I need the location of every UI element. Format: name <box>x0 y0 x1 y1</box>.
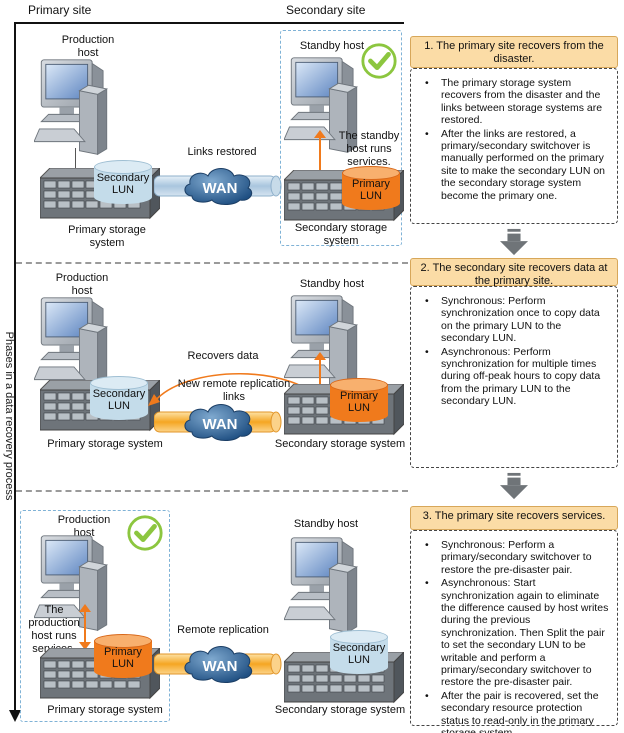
p3-wan-link: WAN <box>154 646 282 683</box>
p1-primary-lun-label: Primary LUN <box>352 178 390 202</box>
p1-standby-note: The standby host runs services. <box>338 130 400 168</box>
p2-bullet-1: Synchronous: Perform synchronization onc… <box>421 295 609 345</box>
p2-standby-host-label: Standby host <box>299 278 365 290</box>
p1-secondary-site-highlight <box>280 30 402 246</box>
phase-separator-2 <box>16 490 408 492</box>
p3-check-icon <box>126 514 164 552</box>
p1-phase-title: 1. The primary site recovers from the di… <box>410 36 618 68</box>
p1-primary-lun-disk: Primary LUN <box>342 166 400 210</box>
p3-secondary-storage-label: Secondary storage system <box>274 704 406 716</box>
p3-wan-text: WAN <box>203 658 238 675</box>
p1-links-restored-label: Links restored <box>187 146 257 158</box>
top-border-line <box>14 22 404 24</box>
p3-primary-lun-label: Primary LUN <box>104 646 142 670</box>
p3-secondary-lun-disk: Secondary LUN <box>330 630 388 674</box>
p2-wan-text: WAN <box>203 416 238 433</box>
phase-separator-1 <box>16 262 408 264</box>
p1-wan-link: WAN <box>154 168 282 205</box>
p2-replication-links-label: New remote replication links <box>177 378 291 403</box>
phase-axis-arrow <box>9 22 21 722</box>
p1-bullet-1: The primary storage system recovers from… <box>421 77 609 127</box>
p2-phase-title: 2. The secondary site recovers data at t… <box>410 258 618 287</box>
p3-primary-lun-disk: Primary LUN <box>94 634 152 678</box>
p3-primary-storage-label: Primary storage system <box>47 704 163 716</box>
p3-primary-site-highlight <box>20 510 170 722</box>
p3-bullet-1: Synchronous: Perform a primary/secondary… <box>421 539 609 576</box>
p3-bullet-3: After the pair is recovered, set the sec… <box>421 690 609 733</box>
p2-primary-lun-label: Primary LUN <box>340 390 378 414</box>
p3-standby-host-label: Standby host <box>293 518 359 530</box>
p1-secondary-lun-label: Secondary LUN <box>96 172 150 196</box>
p1-secondary-storage-label: Secondary storage system <box>294 222 388 247</box>
p2-production-host-label: Production host <box>55 272 109 297</box>
p1-standby-host-label: Standby host <box>299 40 365 52</box>
p2-bullet-2: Asynchronous: Perform synchronization fo… <box>421 346 609 408</box>
p3-secondary-lun-label: Secondary LUN <box>332 642 386 666</box>
p3-bullet-2: Asynchronous: Start synchronization agai… <box>421 577 609 689</box>
p3-phase-title: 3. The primary site recovers services. <box>410 506 618 530</box>
p2-primary-lun-disk: Primary LUN <box>330 378 388 422</box>
p3-remote-replication-label: Remote replication <box>177 624 269 636</box>
p3-production-arrow <box>79 604 91 650</box>
p1-wan-text: WAN <box>203 180 238 197</box>
p2-wan-link: WAN <box>154 404 282 441</box>
p2-recovers-data-label: Recovers data <box>187 350 259 362</box>
p1-production-connector <box>75 148 76 178</box>
p2-primary-storage-label: Primary storage system <box>47 438 163 450</box>
p1-production-host-icon <box>34 59 108 155</box>
p1-primary-storage-label: Primary storage system <box>68 224 146 249</box>
p2-secondary-storage-label: Secondary storage system <box>274 438 406 450</box>
secondary-site-header: Secondary site <box>286 3 366 17</box>
p2-secondary-lun-label: Secondary LUN <box>92 388 146 412</box>
p1-secondary-lun-disk: Secondary LUN <box>94 160 152 204</box>
p2-next-arrow-icon <box>500 472 528 500</box>
p1-next-arrow-icon <box>500 228 528 256</box>
primary-site-header: Primary site <box>28 3 92 17</box>
p3-phase-panel: Synchronous: Perform a primary/secondary… <box>410 530 618 733</box>
p2-secondary-lun-disk: Secondary LUN <box>90 376 148 420</box>
p1-bullet-2: After the links are restored, a primary/… <box>421 128 609 202</box>
p3-standby-host-icon <box>284 537 358 633</box>
p2-phase-panel: Synchronous: Perform synchronization onc… <box>410 286 618 468</box>
p1-phase-panel: The primary storage system recovers from… <box>410 68 618 224</box>
p1-production-host-label: Production host <box>61 34 115 59</box>
phase-axis-label: Phases in a data recovery process <box>3 331 15 501</box>
